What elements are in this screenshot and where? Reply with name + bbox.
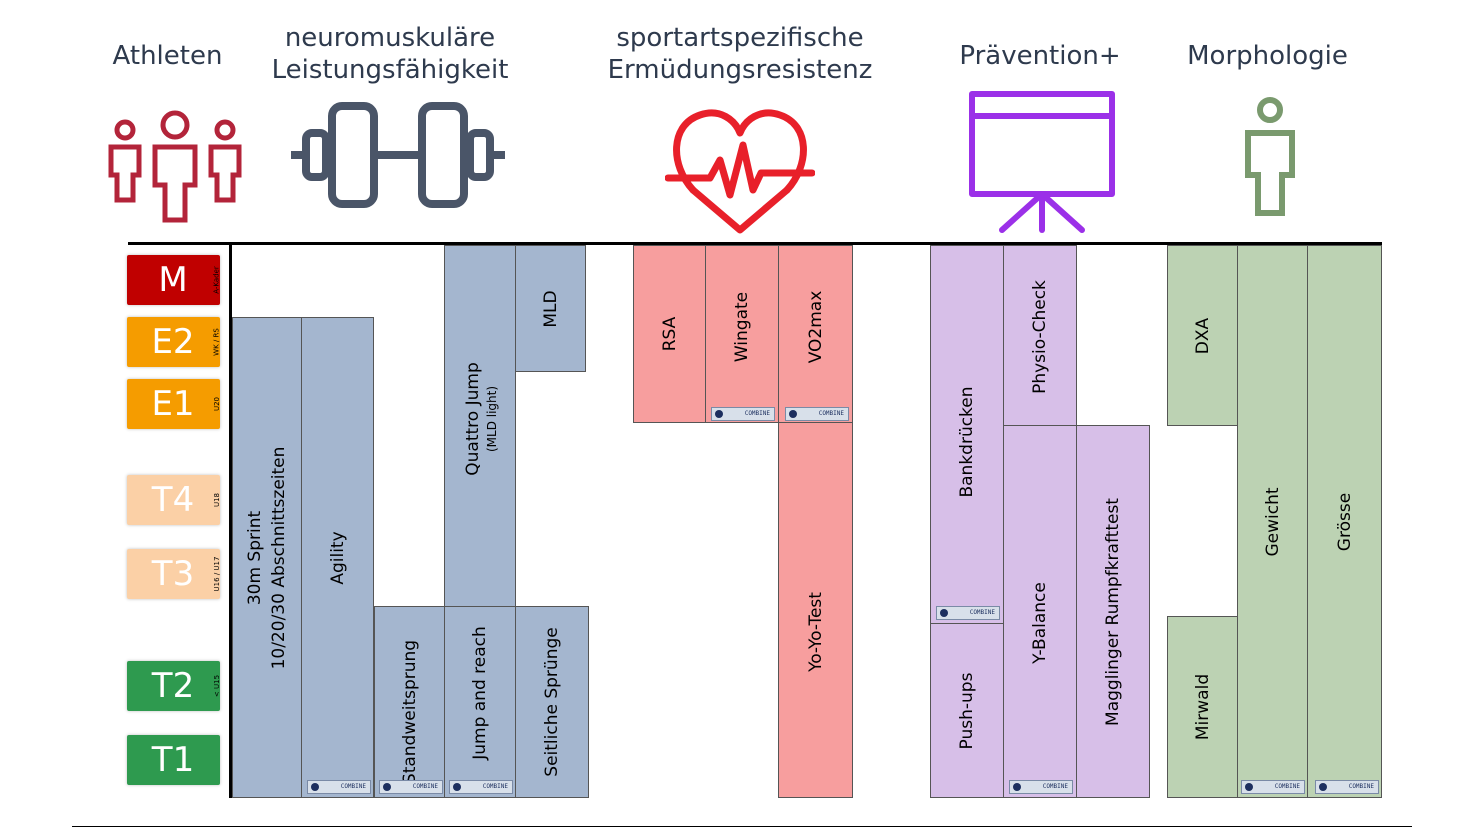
category-title-sport-line1: sportartspezifische <box>616 23 864 53</box>
combine-logo-badge: COMBINE <box>1009 780 1073 794</box>
level-name: M <box>158 260 188 300</box>
test-wingate: Wingate COMBINE <box>705 245 779 423</box>
test-y-balance: Y-Balance COMBINE <box>1003 425 1077 798</box>
test-label: Physio-Check <box>1030 280 1050 395</box>
test-label: VO2max <box>805 290 826 364</box>
dumbbell-icon <box>291 102 505 208</box>
category-title-morphologie: Morphologie <box>1187 41 1348 71</box>
combine-logo-badge: COMBINE <box>785 407 849 421</box>
level-name: T4 <box>151 480 195 520</box>
level-name: T3 <box>151 554 195 594</box>
test-physio-check: Physio-Check <box>1003 245 1077 426</box>
level-t4: T4 U18 <box>127 475 221 525</box>
combine-logo-badge: COMBINE <box>379 780 443 794</box>
combine-logo-badge: COMBINE <box>936 606 1000 620</box>
level-m: M A-Kader <box>127 255 221 305</box>
left-axis-line <box>229 242 232 798</box>
test-push-ups: Push-ups <box>930 623 1004 798</box>
level-name: E2 <box>151 322 195 362</box>
test-dxa: DXA <box>1167 245 1238 426</box>
category-title-sport-line2: Ermüdungsresistenz <box>607 55 873 85</box>
level-age-label: < U15 <box>213 674 221 698</box>
level-t3: T3 U16 / U17 <box>127 549 221 599</box>
test-bankdruecken: Bankdrücken COMBINE <box>930 245 1004 624</box>
test-vo2max: VO2max COMBINE <box>778 245 853 423</box>
test-label-line2: 10/20/30 Abschnittszeiten <box>269 446 289 669</box>
category-title-neuro-line2: Leistungsfähigkeit <box>271 55 509 85</box>
test-standweitsprung: Standweitsprung COMBINE <box>374 606 445 798</box>
category-title-athleten: Athleten <box>112 41 223 71</box>
people-group-icon <box>108 110 242 223</box>
test-label: Grösse <box>1334 492 1355 551</box>
level-t2: T2 < U15 <box>127 661 221 711</box>
level-name: T2 <box>151 666 195 706</box>
combine-logo-badge: COMBINE <box>307 780 371 794</box>
level-age-label: WK / RS <box>213 328 221 356</box>
level-age-label: A-Kader <box>213 266 221 294</box>
test-jump-and-reach: Jump and reach COMBINE <box>444 606 516 798</box>
category-title-sportart: sportartspezifische Ermüdungsresistenz <box>590 22 890 86</box>
level-age-label: U20 <box>213 396 221 412</box>
level-name: T1 <box>151 740 195 780</box>
level-name: E1 <box>151 384 195 424</box>
test-label: Y-Balance <box>1030 581 1050 664</box>
combine-logo-badge: COMBINE <box>449 780 513 794</box>
test-label: Mirwald <box>1192 673 1213 741</box>
category-title-neuro-line1: neuromuskuläre <box>284 23 496 53</box>
heartbeat-icon <box>665 109 815 234</box>
test-label: Agility <box>327 530 348 585</box>
test-label-main: Quattro Jump <box>463 362 483 476</box>
level-e2: E2 WK / RS <box>127 317 221 367</box>
test-label: Wingate <box>732 291 752 363</box>
combine-logo-badge: COMBINE <box>711 407 775 421</box>
category-title-praevention: Prävention+ <box>959 41 1121 71</box>
test-label: Gewicht <box>1262 486 1283 557</box>
test-label: Bankdrücken <box>957 386 977 498</box>
combine-logo-badge: COMBINE <box>1315 780 1379 794</box>
combine-logo-badge: COMBINE <box>1241 780 1305 794</box>
test-label-sub: (MLD light) <box>485 385 499 452</box>
test-rsa: RSA <box>633 245 706 423</box>
test-label: DXA <box>1192 317 1213 354</box>
level-age-label: U16 / U17 <box>213 556 221 592</box>
test-label: MLD <box>540 289 561 328</box>
person-icon <box>1245 97 1295 216</box>
test-gewicht: Gewicht COMBINE <box>1237 245 1308 798</box>
test-label: Jump and reach <box>470 625 490 760</box>
top-axis-line <box>128 242 1382 245</box>
level-e1: E1 U20 <box>127 379 221 429</box>
test-30m-sprint: 30m Sprint 10/20/30 Abschnittszeiten <box>232 317 302 798</box>
test-label: Seitliche Sprünge <box>542 627 562 777</box>
level-t1: T1 <box>127 735 220 785</box>
test-yo-yo: Yo-Yo-Test <box>778 422 853 798</box>
test-label: Yo-Yo-Test <box>805 592 826 673</box>
test-agility: Agility COMBINE <box>301 317 374 798</box>
test-mld: MLD <box>515 245 586 372</box>
test-label-line1: 30m Sprint <box>245 510 265 605</box>
category-title-neuromuskulaer: neuromuskuläre Leistungsfähigkeit <box>260 22 520 86</box>
test-groesse: Grösse COMBINE <box>1307 245 1382 798</box>
presentation-board-icon <box>969 91 1115 233</box>
test-magglinger: Magglinger Rumpfkrafttest <box>1076 425 1150 798</box>
test-label: 30m Sprint 10/20/30 Abschnittszeiten <box>243 446 291 669</box>
test-label: Standweitsprung <box>399 639 420 784</box>
level-age-label: U18 <box>213 492 221 508</box>
test-label: Push-ups <box>957 672 977 749</box>
test-mirwald: Mirwald <box>1167 616 1238 798</box>
test-seitliche-spruenge: Seitliche Sprünge <box>515 606 589 798</box>
test-quattro-jump: Quattro Jump (MLD light) <box>444 245 516 607</box>
test-label: Magglinger Rumpfkrafttest <box>1103 497 1123 726</box>
test-label: RSA <box>659 316 680 352</box>
test-label: Quattro Jump (MLD light) <box>461 362 499 475</box>
bottom-divider <box>72 826 1412 827</box>
